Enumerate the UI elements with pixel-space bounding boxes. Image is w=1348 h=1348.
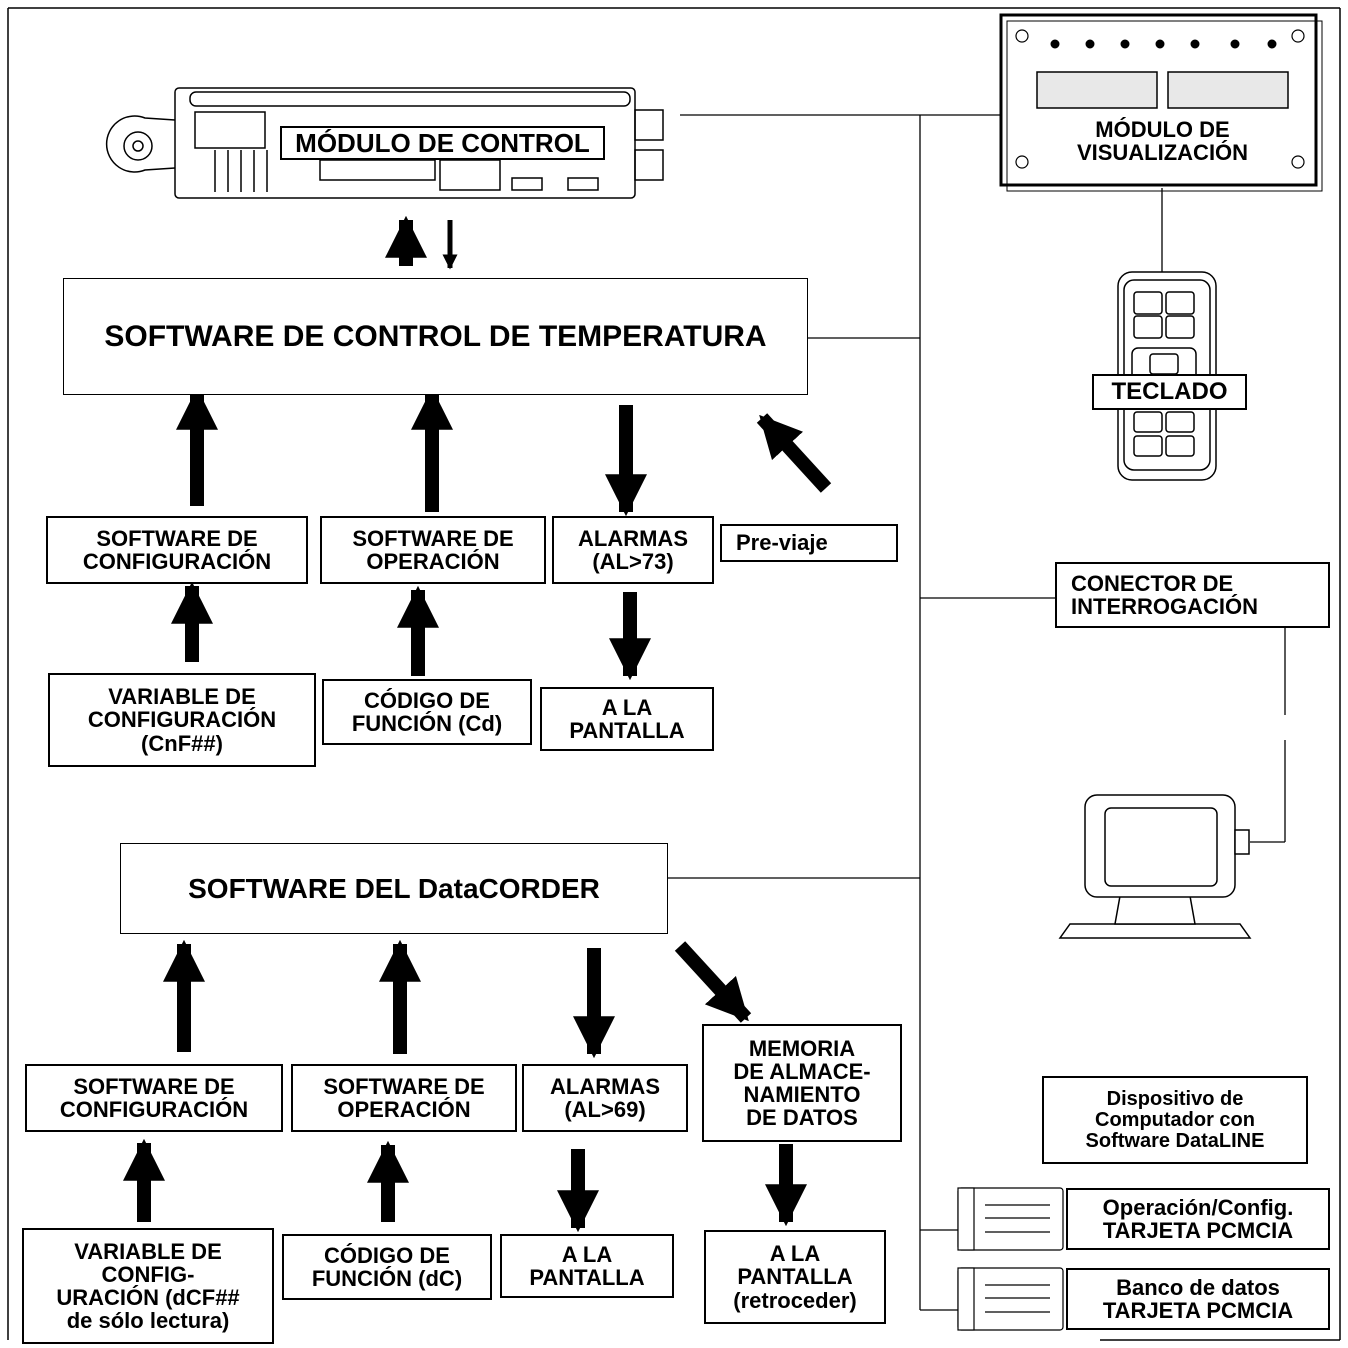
keypad-label: TECLADO xyxy=(1092,374,1247,410)
temperature-control-software-box: SOFTWARE DE CONTROL DE TEMPERATURA xyxy=(63,278,808,395)
pcmcia-data-bank-card-label: Banco de datos TARJETA PCMCIA xyxy=(1066,1268,1330,1330)
tc-alarms-box: ALARMAS (AL>73) xyxy=(552,516,714,584)
dc-configuration-software-box: SOFTWARE DE CONFIGURACIÓN xyxy=(25,1064,283,1132)
dc-function-code-box: CÓDIGO DE FUNCIÓN (dC) xyxy=(282,1234,492,1300)
tc-configuration-variable-box: VARIABLE DE CONFIGURACIÓN (CnF##) xyxy=(48,673,316,767)
dc-to-display-backward-box: A LA PANTALLA (retroceder) xyxy=(704,1230,886,1324)
tc-to-display-box: A LA PANTALLA xyxy=(540,687,714,751)
dc-operation-software-box: SOFTWARE DE OPERACIÓN xyxy=(291,1064,517,1132)
control-module-drawing xyxy=(105,87,664,199)
flow-arrows xyxy=(123,215,832,1233)
control-module-label: MÓDULO DE CONTROL xyxy=(280,126,605,160)
datacorder-software-box: SOFTWARE DEL DataCORDER xyxy=(120,843,668,934)
tc-function-code-box: CÓDIGO DE FUNCIÓN (Cd) xyxy=(322,679,532,745)
pretrip-box: Pre-viaje xyxy=(720,524,898,562)
dc-to-display-box: A LA PANTALLA xyxy=(500,1234,674,1298)
dataline-device-box: Dispositivo de Computador con Software D… xyxy=(1042,1076,1308,1164)
pcmcia-operation-config-card-label: Operación/Config. TARJETA PCMCIA xyxy=(1066,1188,1330,1250)
display-module-label: MÓDULO DE VISUALIZACIÓN xyxy=(1076,117,1249,166)
interrogation-connector-box: CONECTOR DE INTERROGACIÓN xyxy=(1055,562,1330,628)
page-frame xyxy=(7,7,1341,1341)
dc-configuration-variable-box: VARIABLE DE CONFIG- URACIÓN (dCF## de só… xyxy=(22,1228,274,1344)
data-storage-memory-box: MEMORIA DE ALMACE- NAMIENTO DE DATOS xyxy=(702,1024,902,1142)
bus-lines xyxy=(668,114,1286,1311)
tc-configuration-software-box: SOFTWARE DE CONFIGURACIÓN xyxy=(46,516,308,584)
tc-operation-software-box: SOFTWARE DE OPERACIÓN xyxy=(320,516,546,584)
computer-drawing xyxy=(1058,794,1252,939)
display-module-drawing xyxy=(999,13,1323,192)
pcmcia-card-drawings xyxy=(957,1187,1064,1331)
dc-alarms-box: ALARMAS (AL>69) xyxy=(522,1064,688,1132)
